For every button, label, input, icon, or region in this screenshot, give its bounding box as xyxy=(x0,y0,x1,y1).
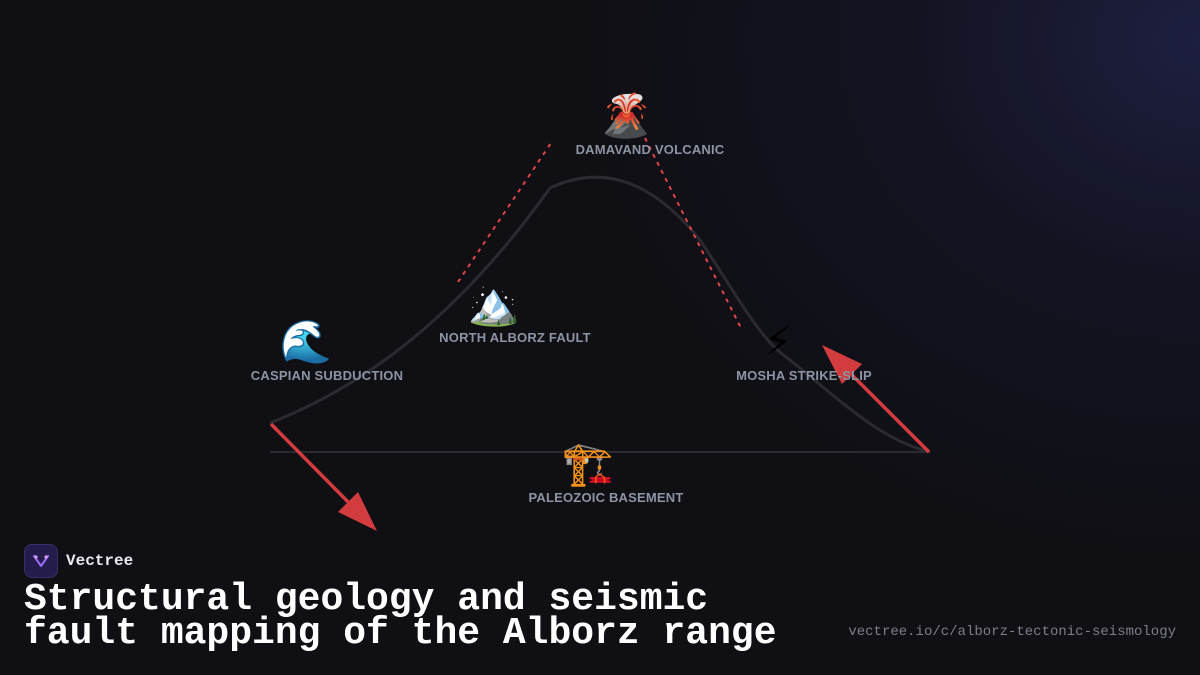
mountain-icon: 🏔️ xyxy=(467,279,521,328)
node-damavand: 🌋 DAMAVAND VOLCANIC xyxy=(575,92,725,158)
node-north-alborz: 🏔️ NORTH ALBORZ FAULT xyxy=(439,280,591,346)
crane-icon: 🏗️ xyxy=(561,439,615,488)
brand-name: Vectree xyxy=(66,552,134,570)
north-fault-dashed-line xyxy=(457,142,552,283)
node-mosha: ⚡ MOSHA STRIKE-SLIP xyxy=(736,318,872,384)
page-title: Structural geology and seismic fault map… xyxy=(24,578,777,655)
node-paleozoic: 🏗️ PALEOZOIC BASEMENT xyxy=(528,440,684,506)
compression-arrow-left xyxy=(269,422,377,531)
brand: Vectree xyxy=(24,544,133,578)
wave-icon: 🌊 xyxy=(279,317,333,366)
mountain-profile-curve xyxy=(269,175,931,454)
source-url: vectree.io/c/alborz-tectonic-seismology xyxy=(848,624,1176,640)
compression-arrow-right xyxy=(822,345,931,454)
node-caspian: 🌊 CASPIAN SUBDUCTION xyxy=(250,318,404,384)
node-label: MOSHA STRIKE-SLIP xyxy=(736,368,872,383)
volcano-icon: 🌋 xyxy=(599,91,653,140)
lightning-icon: ⚡ xyxy=(763,317,793,366)
node-label: CASPIAN SUBDUCTION xyxy=(250,368,404,383)
vectree-logo-icon xyxy=(24,544,58,578)
node-label: NORTH ALBORZ FAULT xyxy=(439,330,591,345)
node-label: DAMAVAND VOLCANIC xyxy=(575,142,725,157)
node-label: PALEOZOIC BASEMENT xyxy=(528,490,684,505)
